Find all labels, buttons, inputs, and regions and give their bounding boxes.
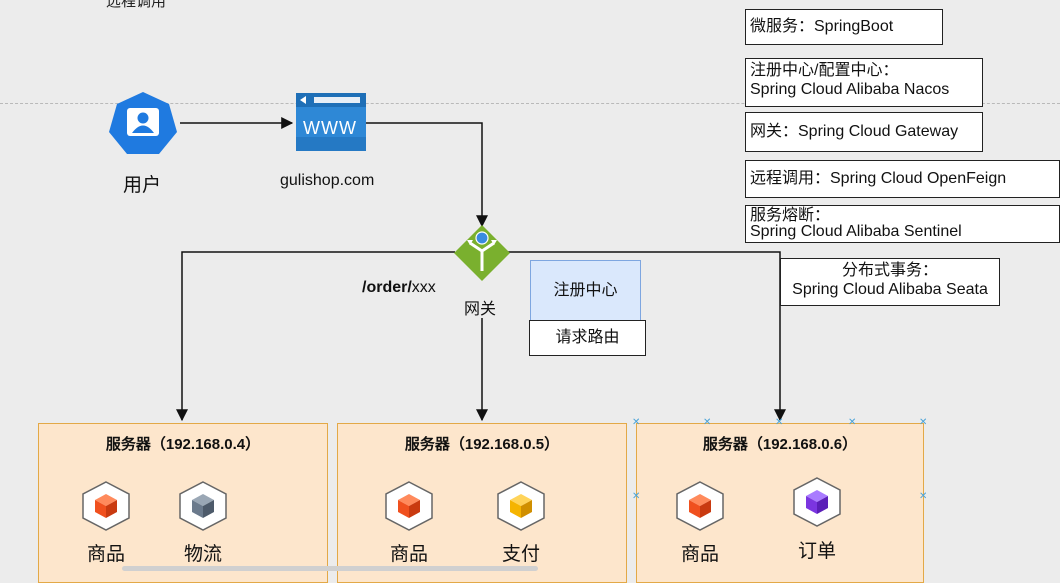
- note-registry-line2: Spring Cloud Alibaba Nacos: [750, 81, 950, 98]
- service-cube-gray-icon: [179, 481, 227, 531]
- selection-handle[interactable]: ✕: [848, 417, 857, 428]
- site-label: gulishop.com: [280, 172, 375, 189]
- server-2-title: 服务器（192.168.0.5）: [404, 436, 560, 453]
- gateway-icon: [454, 225, 510, 281]
- selection-handle[interactable]: ✕: [919, 491, 928, 502]
- server-1-service-2-label: 物流: [183, 544, 222, 565]
- note-microservice: 微服务：SpringBoot: [745, 9, 943, 45]
- note-tx-line2: Spring Cloud Alibaba Seata: [792, 281, 988, 298]
- service-cube-red-icon: [385, 481, 433, 531]
- note-tx-line1: 分布式事务：: [841, 262, 938, 279]
- request-path: /order/xxx: [362, 279, 436, 297]
- horizontal-scrollbar[interactable]: [122, 566, 538, 571]
- server-1: 服务器（192.168.0.4） 商品 物流: [38, 423, 328, 583]
- server-3-title: 服务器（192.168.0.6）: [702, 436, 858, 453]
- browser-www-icon: [296, 93, 366, 151]
- browser-to-gateway-arrow: [366, 122, 488, 228]
- user-label: 用户: [123, 175, 162, 196]
- selection-handle[interactable]: ✕: [919, 417, 928, 428]
- selection-handle[interactable]: ✕: [703, 417, 712, 428]
- server-1-title: 服务器（192.168.0.4）: [105, 436, 261, 453]
- note-remote-call: 远程调用：Spring Cloud OpenFeign: [745, 160, 1060, 198]
- service-cube-purple-icon: [793, 477, 841, 527]
- gateway-to-server3-arrow: [508, 251, 786, 422]
- registry-box: 注册中心: [530, 260, 641, 321]
- request-routing-box: 请求路由: [529, 320, 646, 356]
- server-3-service-2-label: 订单: [797, 541, 836, 562]
- server-2: 服务器（192.168.0.5） 商品 支付: [337, 423, 627, 583]
- service-cube-red-icon: [676, 481, 724, 531]
- server-3-service-1-label: 商品: [680, 544, 719, 565]
- gateway-to-server1-arrow: [176, 251, 455, 422]
- server-2-service-1-label: 商品: [389, 544, 428, 565]
- server-2-service-2-label: 支付: [501, 544, 540, 565]
- note-circuit-line2: Spring Cloud Alibaba Sentinel: [750, 223, 962, 240]
- note-circuit-line1: 服务熔断：: [750, 207, 831, 224]
- selection-handle[interactable]: ✕: [632, 491, 641, 502]
- note-distributed-tx: 分布式事务： Spring Cloud Alibaba Seata: [780, 258, 1000, 306]
- note-gateway: 网关：Spring Cloud Gateway: [745, 112, 983, 152]
- selection-handle[interactable]: ✕: [632, 417, 641, 428]
- service-cube-red-icon: [82, 481, 130, 531]
- user-icon: [109, 92, 177, 154]
- service-cube-yellow-icon: [497, 481, 545, 531]
- dashed-divider: [0, 103, 1060, 104]
- server-3: 服务器（192.168.0.6） 商品 订单: [636, 423, 924, 583]
- gateway-label: 网关: [464, 301, 497, 318]
- note-registry-line1: 注册中心/配置中心：: [750, 62, 899, 79]
- request-path-bold: /order/: [362, 279, 412, 296]
- server-1-service-1-label: 商品: [86, 544, 125, 565]
- note-registry: 注册中心/配置中心： Spring Cloud Alibaba Nacos: [745, 58, 983, 107]
- cut-off-title: 远程调用: [106, 0, 167, 10]
- note-circuit-breaker: 服务熔断： Spring Cloud Alibaba Sentinel: [745, 205, 1060, 243]
- browser-www-text: WWW: [303, 118, 357, 138]
- selection-handle[interactable]: ✕: [775, 417, 784, 428]
- request-path-rest: xxx: [411, 279, 436, 296]
